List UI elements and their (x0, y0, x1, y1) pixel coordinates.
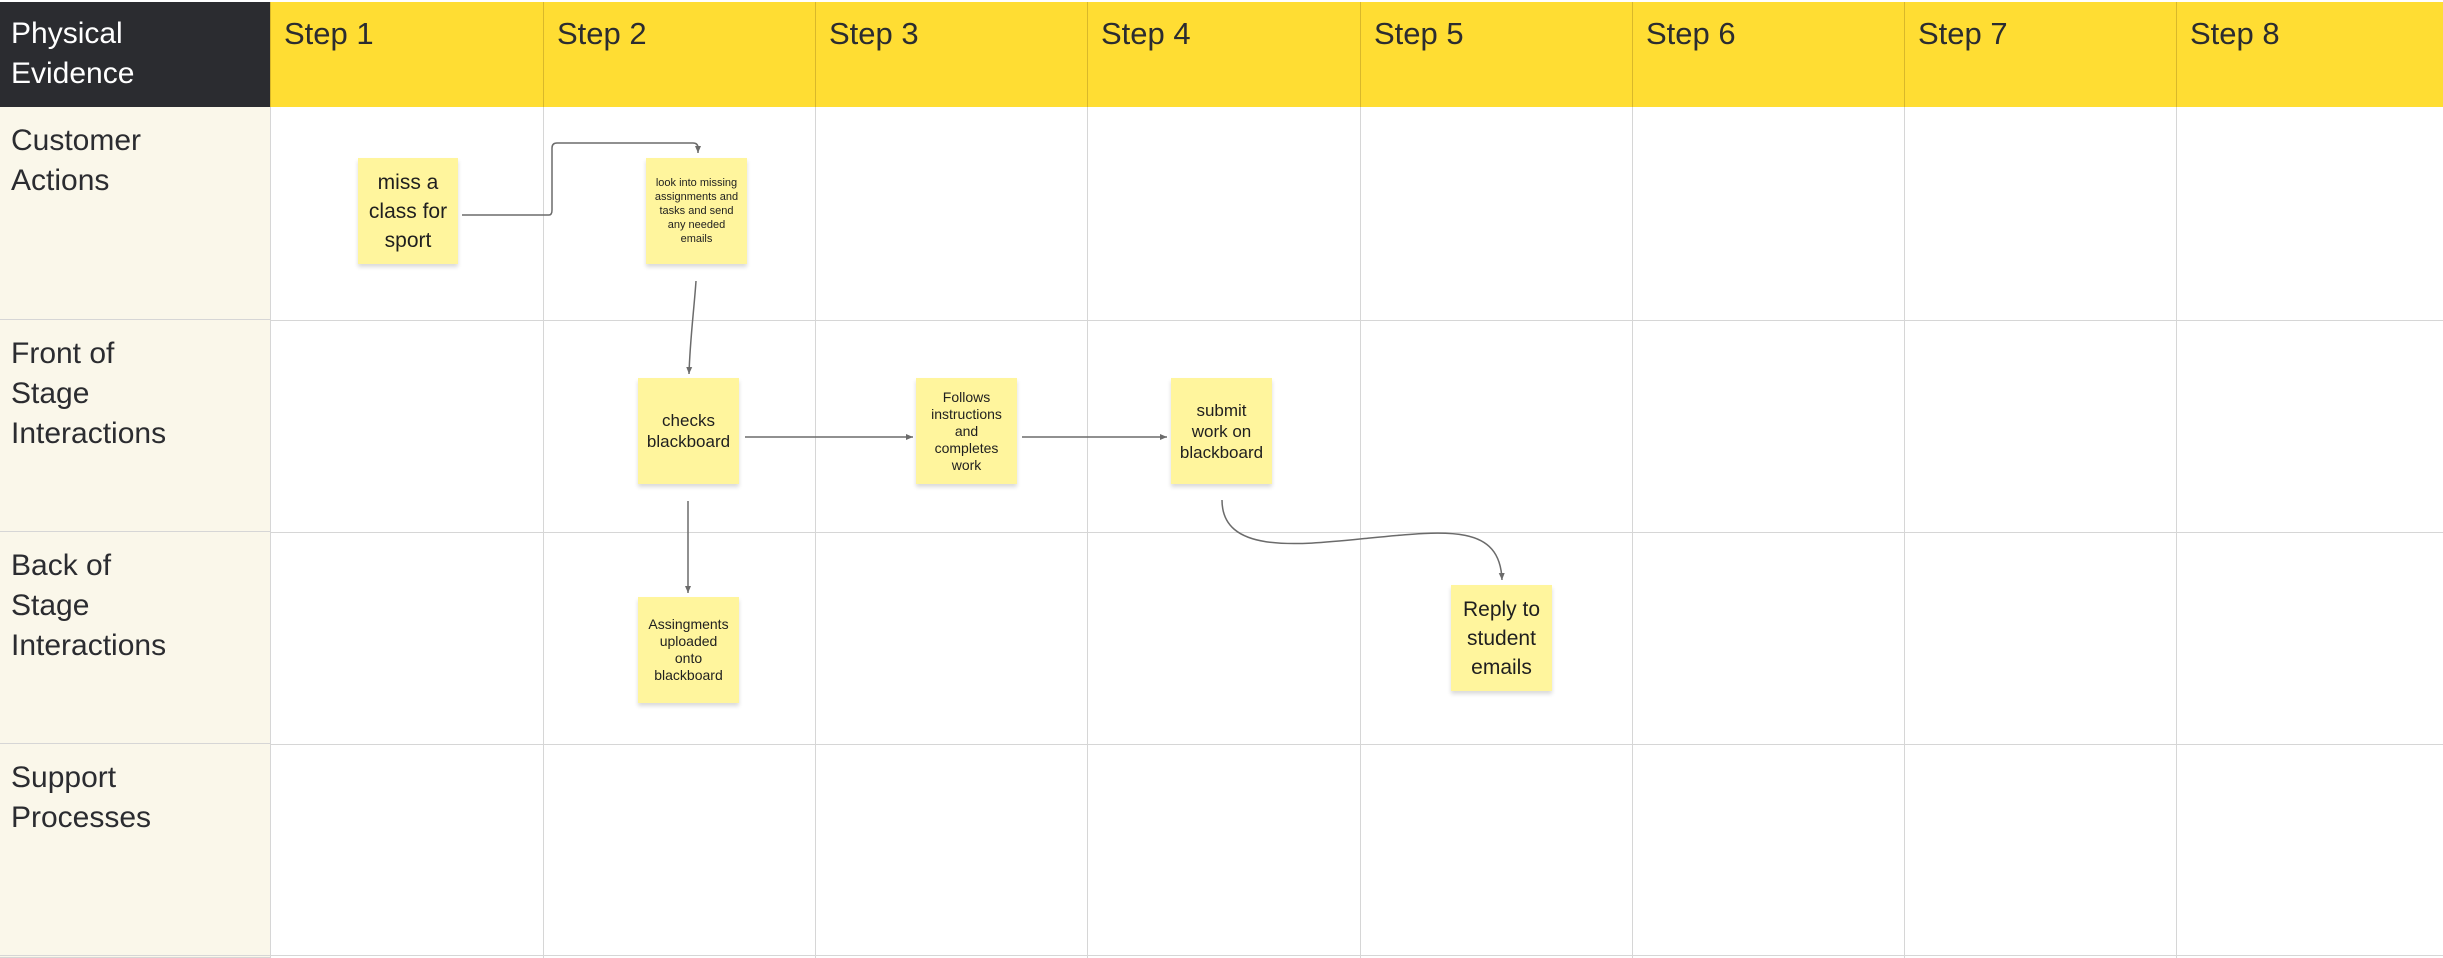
step-header-7: Step 7 (1904, 2, 2176, 107)
grid-hline (270, 320, 2443, 321)
grid-hline (0, 955, 2443, 956)
row-label-support-processes: Support Processes (0, 744, 270, 958)
sticky-text: checks blackboard (646, 411, 731, 451)
sticky-miss-a-class[interactable]: miss a class for sport (358, 158, 458, 264)
sticky-checks-blackboard[interactable]: checks blackboard (638, 378, 739, 484)
step-header-1: Step 1 (270, 2, 543, 107)
row-label-front-of-stage: Front of Stage Interactions (0, 320, 270, 532)
corner-label-physical-evidence: Physical Evidence (0, 2, 270, 107)
connector-submit-to-reply (1221, 499, 1505, 581)
grid-hline (270, 532, 2443, 533)
step-header-3: Step 3 (815, 2, 1087, 107)
row-label-back-of-stage: Back of Stage Interactions (0, 532, 270, 744)
step-header-6: Step 6 (1632, 2, 1904, 107)
sticky-follows-instructions[interactable]: Follows instructions and completes work (916, 378, 1017, 484)
sticky-text: Follows instructions and completes work (931, 388, 1002, 473)
connector-lookinto-to-checks (686, 280, 697, 375)
sticky-text: look into missing assignments and tasks … (654, 177, 739, 245)
sticky-reply-to-student-emails[interactable]: Reply to student emails (1451, 585, 1552, 691)
step-header-4: Step 4 (1087, 2, 1360, 107)
row-label-customer-actions: Customer Actions (0, 107, 270, 320)
step-header-8: Step 8 (2176, 2, 2443, 107)
step-header-2: Step 2 (543, 2, 815, 107)
sticky-assignments-uploaded[interactable]: Assingments uploaded onto blackboard (638, 597, 739, 703)
grid-hline (270, 744, 2443, 745)
sticky-submit-work[interactable]: submit work on blackboard (1171, 378, 1272, 484)
step-header-5: Step 5 (1360, 2, 1632, 107)
sticky-look-into-missing-assignments[interactable]: look into missing assignments and tasks … (646, 158, 747, 264)
sticky-text: Assingments uploaded onto blackboard (648, 616, 729, 683)
sticky-text: submit work on blackboard (1179, 400, 1264, 462)
sticky-text: Reply to student emails (1462, 597, 1541, 679)
sticky-text: miss a class for sport (368, 170, 448, 252)
